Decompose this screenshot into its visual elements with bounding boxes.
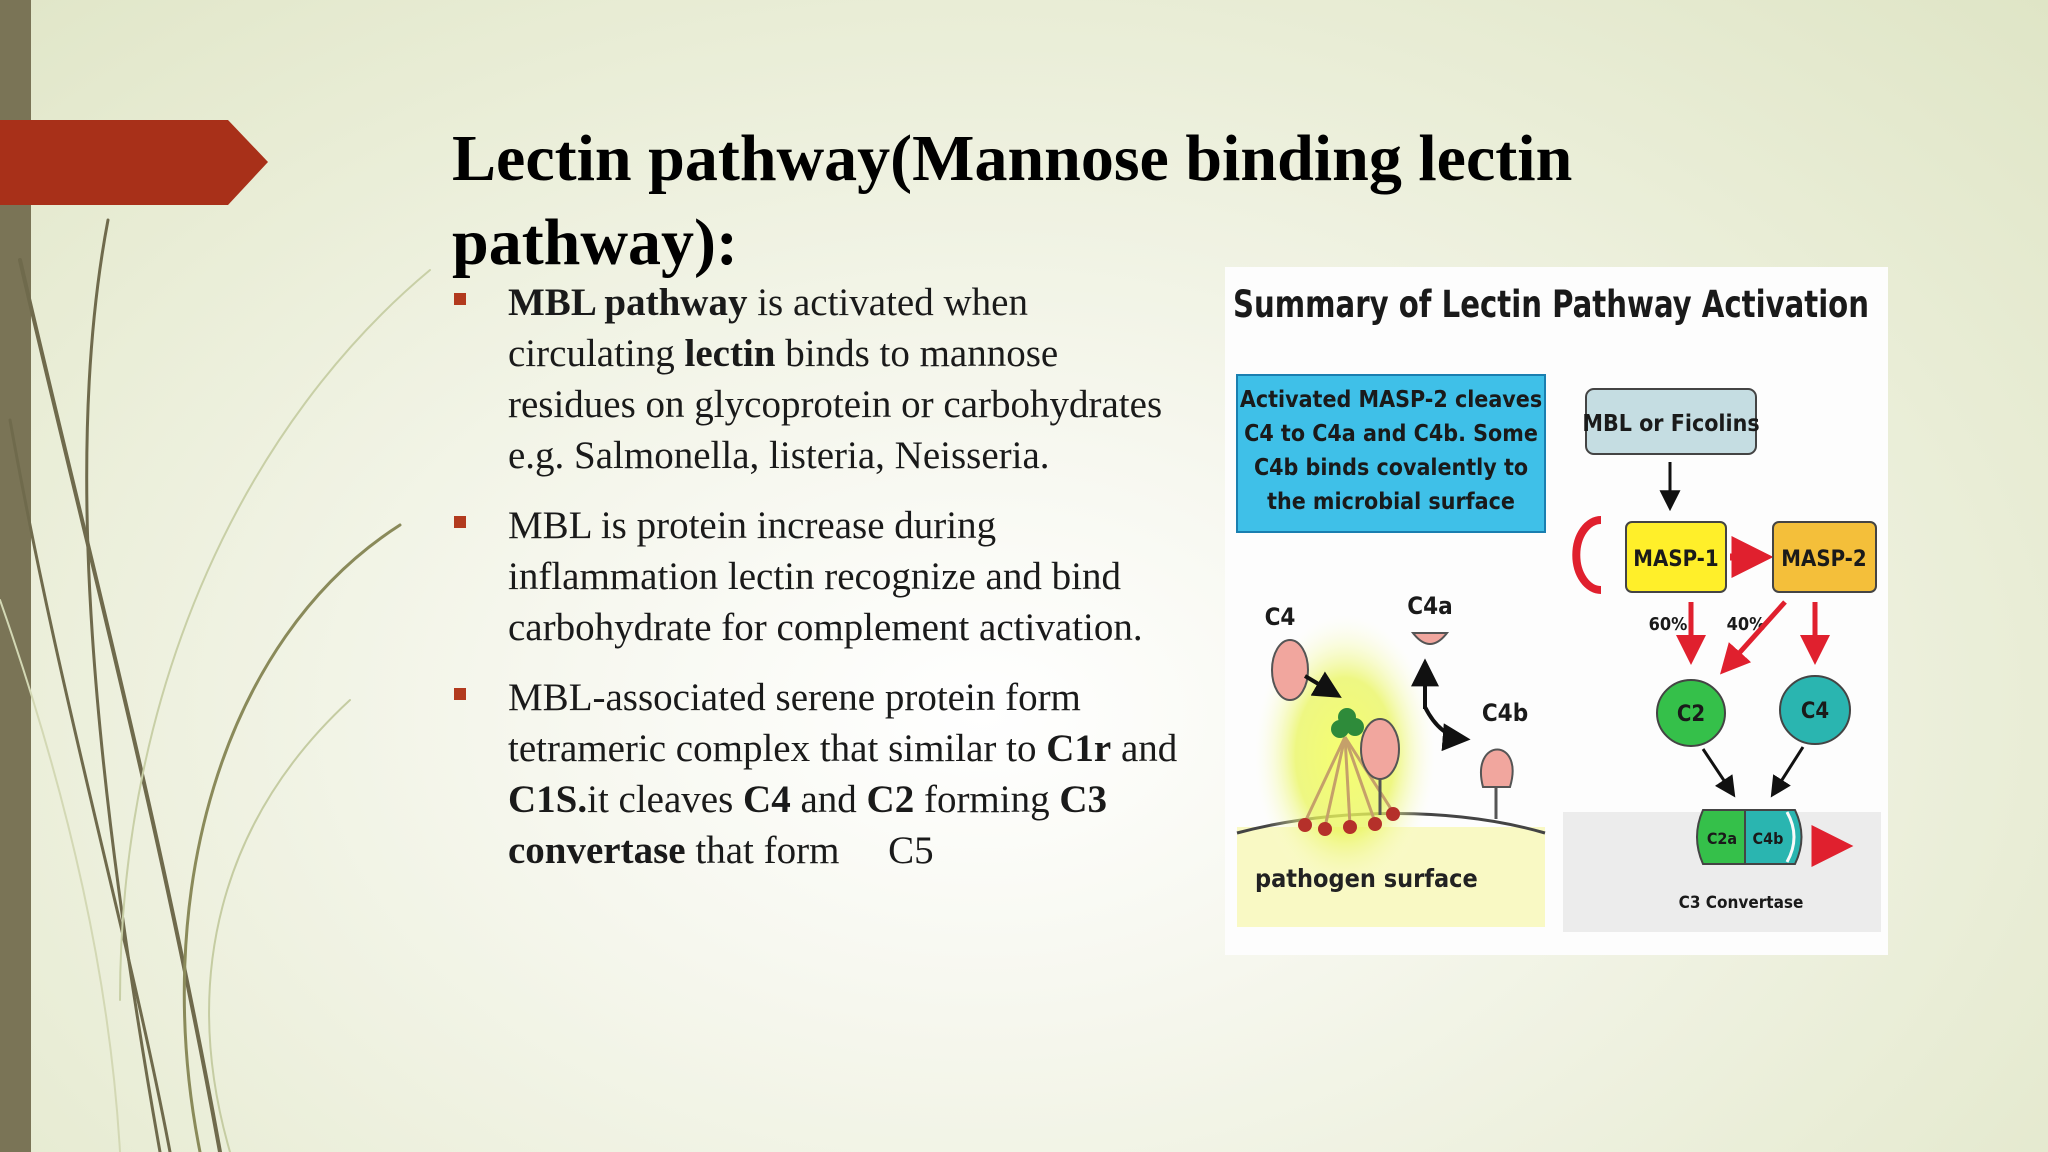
info-box [1236, 374, 1546, 533]
masp1-box [1625, 521, 1727, 593]
mbl-ficolins-box [1585, 388, 1757, 455]
masp2-box [1772, 521, 1877, 593]
bold-term: C4 [743, 778, 791, 821]
c4b-molecule [1480, 748, 1514, 788]
slide-title: Lectin pathway(Mannose binding lectin pa… [452, 122, 1573, 279]
bullet-text: binds to mannose residues on glycoprotei… [508, 332, 1163, 477]
bullet-square-icon [454, 293, 466, 305]
bullet-text: and [790, 778, 867, 821]
bullet-item-2: MBL is protein increase during inflammat… [452, 500, 1192, 653]
pct-60-label: 60% [1649, 614, 1688, 635]
c4b-right-label: C4b [1753, 829, 1784, 848]
autoactivation-arrow-icon [1572, 516, 1602, 594]
c3-convertase-icon [1696, 809, 1803, 865]
c4-molecule [1271, 639, 1309, 701]
bound-c4b-molecule [1360, 718, 1400, 780]
bullet-text: and [1111, 727, 1178, 770]
figure-title: Summary of Lectin Pathway Activation [1233, 283, 1869, 326]
masp2-label: MASP-2 [1781, 547, 1866, 572]
bullet-text: it cleaves [587, 778, 744, 821]
c4b-left-label: C4b [1482, 699, 1528, 727]
bullet-text: that form C5 [685, 829, 934, 872]
bold-term: MBL pathway [508, 281, 748, 324]
c4-left-label: C4 [1265, 603, 1296, 631]
bullet-item-1: MBL pathway is activated when circulatin… [452, 277, 1192, 481]
c4a-label: C4a [1407, 592, 1452, 620]
c2-label: C2 [1677, 702, 1705, 727]
lectin-pathway-diagram: Summary of Lectin Pathway Activation Act… [1225, 267, 1888, 955]
bold-term: C2 [866, 778, 915, 821]
info-box-line-1: Activated MASP-2 cleaves [1240, 387, 1542, 413]
bullet-square-icon [454, 516, 466, 528]
masp1-label: MASP-1 [1633, 547, 1718, 572]
info-box-line-4: the microbial surface [1267, 489, 1515, 515]
bold-term: C1S. [508, 778, 588, 821]
pathogen-surface-label: pathogen surface [1255, 864, 1478, 893]
info-box-line-3: C4b binds covalently to [1254, 455, 1528, 481]
c2a-label: C2a [1707, 829, 1737, 848]
decorative-swoosh-lines [0, 218, 431, 1152]
pct-40-label: 40% [1727, 614, 1766, 635]
c4-node [1779, 675, 1851, 745]
mbl-complex-icon [1298, 708, 1400, 836]
title-arrow-tab [0, 120, 268, 205]
bullet-text: MBL-associated serene protein form tetra… [508, 676, 1081, 770]
bold-term: lectin [684, 332, 776, 375]
c4a-molecule [1410, 632, 1450, 645]
bold-term: C1r [1046, 727, 1112, 770]
c4-right-label: C4 [1801, 699, 1829, 724]
mbl-ficolins-label: MBL or Ficolins [1582, 411, 1759, 437]
convertase-label: C3 Convertase [1679, 893, 1804, 913]
bold-term: C3 convertase [508, 778, 1108, 872]
bullet-text: MBL is protein increase during inflammat… [508, 504, 1143, 649]
info-box-line-2: C4 to C4a and C4b. Some [1244, 421, 1538, 447]
bullet-text: is activated when circulating [508, 281, 1028, 375]
bullet-item-3: MBL-associated serene protein form tetra… [452, 672, 1192, 876]
bullet-list: MBL pathway is activated when circulatin… [452, 277, 1192, 895]
bullet-square-icon [454, 688, 466, 700]
bullet-text: forming [914, 778, 1060, 821]
c2-node [1656, 679, 1726, 747]
